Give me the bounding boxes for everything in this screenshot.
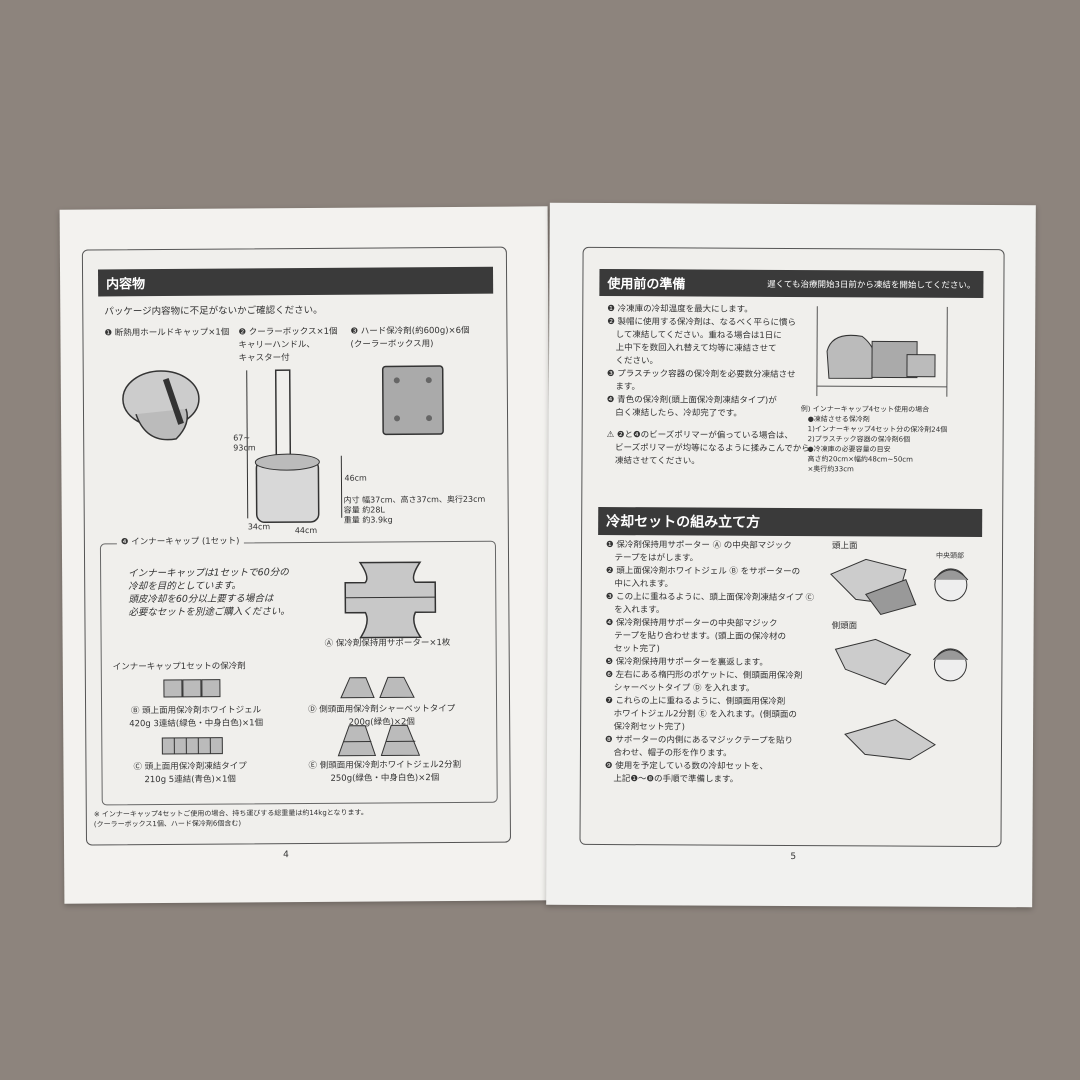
- heading-text: 内容物: [106, 277, 146, 293]
- item-hold-cap: ❶ 断熱用ホールドキャップ×1個: [104, 327, 230, 339]
- item-hard-ice-pack: ❸ ハード保冷剤(約600g)×6個 (クーラーボックス用): [350, 325, 470, 350]
- box-height-label: 46cm: [344, 473, 367, 483]
- supporter-label: Ⓐ 保冷剤保持用サポーター×1枚: [324, 637, 451, 649]
- supporter-illustration: [344, 561, 437, 639]
- pack-c-label: Ⓒ 頭上面用保冷剤凍結タイプ 210g 5連結(青色)×1個: [133, 761, 247, 786]
- frozen-5-illustration: [161, 737, 223, 755]
- intro-text: パッケージ内容物に不足がないかご確認ください。: [104, 304, 323, 318]
- box-width-label: 44cm: [294, 525, 318, 536]
- packs-title: インナーキャップ1セットの保冷剤: [112, 661, 246, 673]
- assembly-heading: 冷却セットの組み立て方: [598, 506, 983, 538]
- inner-cap-title: ❹ インナーキャップ (1セット): [116, 535, 244, 550]
- white-gel-3-illustration: [163, 679, 221, 698]
- page-number: 5: [790, 852, 797, 863]
- item-cooler-box: ❷ クーラーボックス×1個 キャリーハンドル、 キャスター付: [238, 326, 338, 364]
- left-page: 内容物 パッケージ内容物に不足がないかご確認ください。 ❶ 断熱用ホールドキャッ…: [59, 206, 553, 904]
- hold-cap-illustration: [122, 370, 200, 441]
- footnote: ※ インナーキャップ4セットご使用の場合、持ち運びする総重量は約14kgとなりま…: [93, 808, 368, 829]
- prep-warning: ⚠ ❷と❹のビーズポリマーが偏っている場合は、 ビーズポリマーが均等になるように…: [606, 430, 810, 467]
- prep-subheading: 遅くても治療開始3日前から凍結を開始してください。: [767, 279, 976, 291]
- prep-steps: ❶ 冷凍庫の冷却温度を最大にします。 ❷ 製帽に使用する保冷剤は、なるべく平らに…: [606, 304, 797, 419]
- prep-heading: 使用前の準備 遅くても治療開始3日前から凍結を開始してください。: [599, 268, 984, 299]
- assembly-illustrations: [830, 558, 969, 761]
- freezer-illustration: [816, 306, 948, 397]
- right-page: 使用前の準備 遅くても治療開始3日前から凍結を開始してください。 ❶ 冷凍庫の冷却…: [546, 202, 1036, 908]
- fig-top-label: 頭上面: [832, 541, 858, 552]
- assembly-steps: ❶ 保冷剤保持用サポーター Ⓐ の中央部マジック テープをはがします。 ❷ 頭上…: [604, 540, 815, 785]
- sherbet-pack-illustration: [340, 676, 415, 699]
- white-gel-split-illustration: [337, 724, 421, 757]
- heading-text: 使用前の準備: [607, 277, 686, 293]
- cooler-box-illustration: [246, 369, 343, 524]
- page-number: 4: [283, 850, 289, 861]
- contents-heading: 内容物: [98, 266, 494, 297]
- freezer-example: 例) インナーキャップ4セット使用の場合 ●凍結させる保冷剤 1)インナーキャッ…: [800, 405, 948, 474]
- inner-cap-note: インナーキャップは1セットで60分の 冷却を目的としています。 頭皮冷却を60分…: [128, 567, 290, 619]
- heading-text: 冷却セットの組み立て方: [606, 514, 761, 531]
- height-range-label: 67~ 93cm: [233, 433, 256, 453]
- pack-b-label: Ⓑ 頭上面用保冷剤ホワイトジェル 420g 3連結(緑色・中身白色)×1個: [129, 705, 264, 730]
- box-specs: 内寸 幅37cm、高さ37cm、奥行23cm 容量 約28L 重量 約3.9kg: [343, 494, 486, 525]
- box-depth-label: 34cm: [247, 522, 271, 532]
- hard-ice-pack-illustration: [381, 365, 444, 436]
- pack-e-label: Ⓔ 側頭面用保冷剤ホワイトジェル2分割 250g(緑色・中身白色)×2個: [308, 759, 462, 784]
